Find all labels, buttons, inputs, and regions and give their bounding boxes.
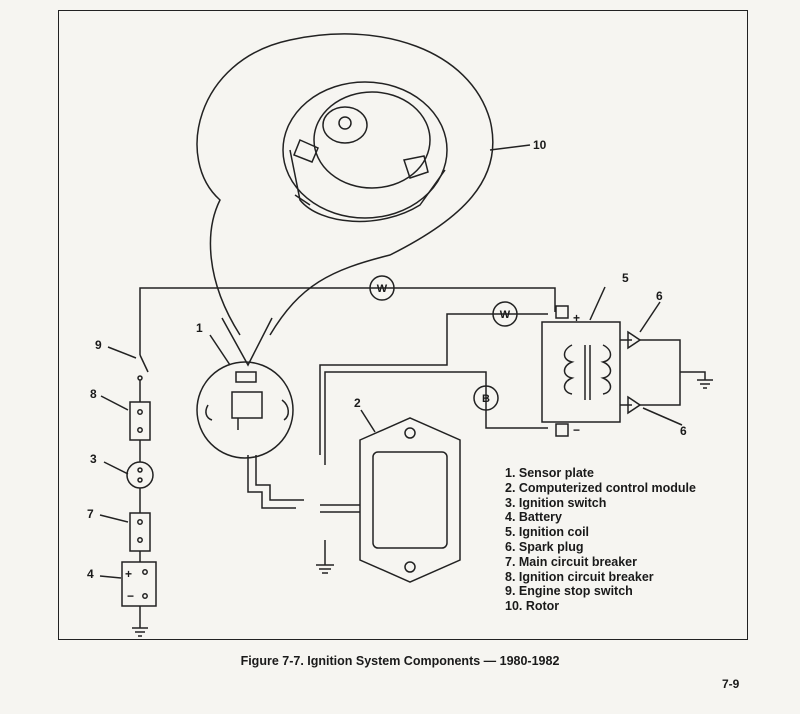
battery-minus-sign: − [127,589,134,603]
legend-item: 7. Main circuit breaker [505,554,638,569]
callout-7: 7 [87,507,94,521]
sensor-plate [196,361,304,509]
callout-8: 8 [90,387,97,401]
callout-4: 4 [87,567,94,581]
callout-2: 2 [354,396,361,410]
coil-plus-sign: + [573,311,580,325]
wire-label-b: B [473,385,499,411]
rotor-callout-bubble [196,33,494,336]
legend-item: 3. Ignition switch [505,495,607,510]
callout-10: 10 [533,138,547,152]
diagram-frame [58,10,748,640]
control-module [316,417,461,583]
wire-label-w1: W [369,275,395,301]
legend-item: 1. Sensor plate [505,466,594,480]
wire-label-w2-text: W [500,309,511,321]
callout-6a: 6 [656,289,663,303]
legend-item: 10. Rotor [505,599,560,614]
wire-label-w1-text: W [377,283,388,295]
component-legend: 1. Sensor plate 2. Computerized control … [505,466,696,614]
callout-arrow-tip [221,317,273,367]
left-circuit-chain [121,354,157,637]
rotor-drawing [282,81,448,223]
figure-caption: Figure 7-7. Ignition System Components —… [240,654,560,668]
legend-item: 9. Engine stop switch [505,584,633,599]
callout-3: 3 [90,452,97,466]
legend-item: 8. Ignition circuit breaker [505,569,654,584]
legend-item: 4. Battery [505,510,562,525]
page-number: 7-9 [722,677,740,691]
callout-9: 9 [95,338,102,352]
callout-6b: 6 [680,424,687,438]
ignition-coil [541,305,632,437]
legend-item: 6. Spark plug [505,539,584,554]
spark-plugs [627,330,713,415]
legend-item: 5. Ignition coil [505,525,590,540]
legend-item: 2. Computerized control module [505,480,696,495]
callout-5: 5 [622,271,629,285]
battery-plus-sign: + [125,567,132,581]
coil-minus-sign: − [573,423,580,437]
wire-label-b-text: B [482,393,490,405]
callout-1: 1 [196,321,203,335]
wire-label-w2: W [492,301,518,327]
